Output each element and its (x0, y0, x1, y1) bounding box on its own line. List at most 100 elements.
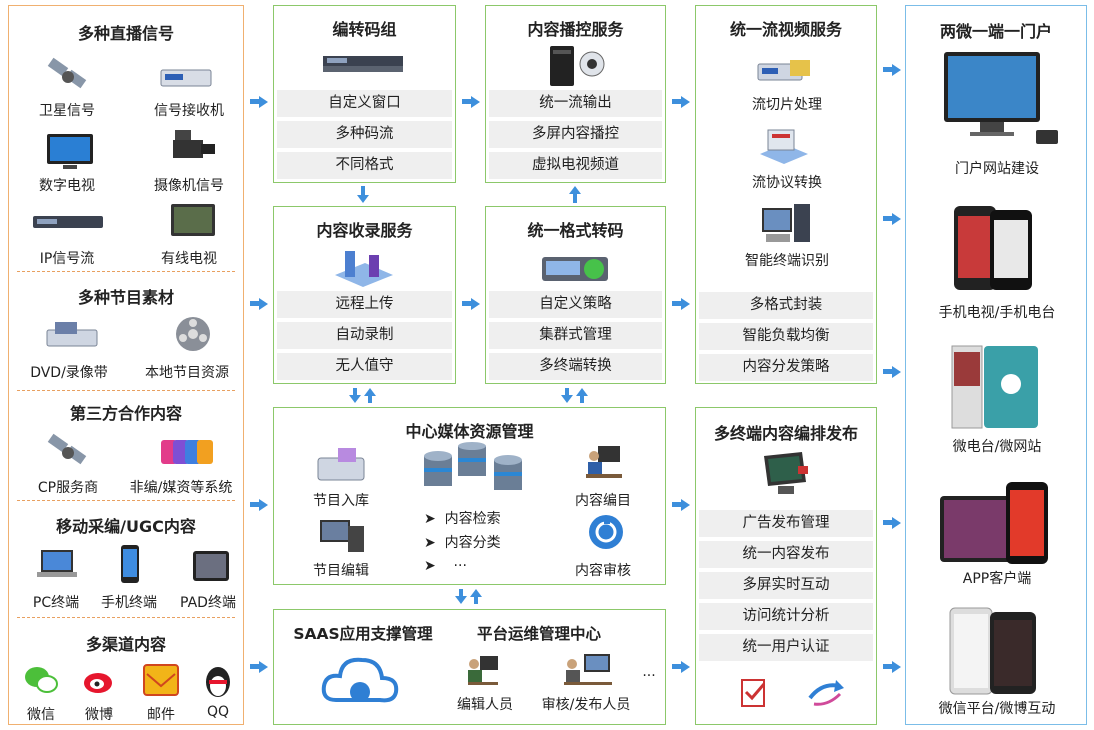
flow-arrow (259, 661, 268, 673)
database-icon (424, 442, 522, 490)
wechat-icon (25, 667, 58, 693)
portal-micro-site-label: 微电台/微网站 (952, 439, 1042, 455)
channel-wechat-label: 微信 (27, 707, 55, 723)
reviewer-person-icon (564, 654, 612, 685)
bullet-arrow-icon: ➤ (424, 558, 436, 574)
flow-arrow (681, 298, 690, 310)
publish-row: 广告发布管理 (699, 510, 873, 537)
divider (17, 271, 235, 272)
tablet-icon (193, 551, 229, 581)
software-apps-icon (161, 440, 213, 464)
flow-arrow (672, 301, 682, 306)
flow-arrow (561, 395, 573, 403)
flow-arrow (470, 589, 482, 597)
review-globe-icon (589, 515, 623, 549)
dvd-icon (46, 322, 98, 347)
portal-title: 两微一端一门户 (939, 22, 1052, 41)
source-pc-label: PC终端 (32, 595, 80, 611)
flow-arrow (349, 395, 361, 403)
weibo-icon (84, 673, 112, 693)
stream-row: 内容分发策略 (699, 354, 873, 381)
stream-terminal-label: 智能终端识别 (745, 253, 829, 269)
flow-arrow (883, 369, 893, 374)
saas-box: SAAS应用支撑管理 平台运维管理中心 编辑人员 审核/发布人员 ··· (273, 609, 666, 725)
content-record-title: 内容收录服务 (316, 221, 413, 240)
publish-row: 统一用户认证 (699, 634, 873, 661)
divider (17, 390, 235, 391)
flow-arrow (459, 589, 463, 597)
flow-arrow (892, 366, 901, 378)
flow-arrow (250, 301, 260, 306)
mobile-phone-icon (121, 545, 139, 583)
content-record-box: 内容收录服务 远程上传 自动录制 无人值守 (273, 206, 456, 384)
section-third-party-title: 第三方合作内容 (69, 404, 182, 423)
stream-row: 智能负载均衡 (699, 323, 873, 350)
encode-row: 不同格式 (277, 152, 452, 179)
flow-arrow (883, 67, 893, 72)
flow-arrow (250, 99, 260, 104)
sources-panel: 多种直播信号 卫星信号 信号接收机 数字电视 摄像机信号 IP信号流 有线电视 … (8, 5, 244, 725)
editor-person-icon (468, 656, 498, 685)
play-control-row: 多屏内容播控 (489, 121, 662, 148)
touch-terminal-icon (764, 452, 808, 494)
cloud-icon (321, 657, 399, 703)
section-mobile-ugc-title: 移动采编/UGC内容 (56, 517, 196, 536)
flow-arrow (357, 195, 369, 203)
film-reel-icon (176, 317, 210, 351)
wechat-weibo-app-icon (949, 607, 1036, 695)
media-bullet: 内容检索 (444, 511, 501, 527)
play-control-title: 内容播控服务 (527, 20, 624, 39)
publish-box: 多终端内容编排发布 广告发布管理 统一内容发布 多屏实时互动 访问统计分析 统一… (695, 407, 877, 725)
record-server-icon (335, 251, 393, 287)
portal-wechat-weibo-label: 微信平台/微博互动 (938, 701, 1056, 717)
media-catalog-label: 内容编目 (575, 493, 631, 509)
receiver-icon (160, 69, 212, 87)
saas-ellipsis: ··· (642, 668, 656, 684)
publish-row: 访问统计分析 (699, 603, 873, 630)
play-control-row: 统一流输出 (489, 90, 662, 117)
ops-center-title: 平台运维管理中心 (476, 625, 601, 643)
smartphones-icon (954, 206, 1032, 290)
flow-arrow (368, 395, 372, 403)
flow-arrow (462, 99, 472, 104)
divider (17, 617, 235, 618)
cable-tv-icon (171, 204, 215, 236)
divider (17, 500, 235, 501)
laptop-icon (37, 550, 77, 577)
play-control-row: 虚拟电视频道 (489, 152, 662, 179)
satellite-icon (47, 433, 87, 465)
stream-slicing-label: 流切片处理 (752, 97, 822, 113)
media-resource-box: 中心媒体资源管理 节目入库 节目编辑 ➤ 内容检索 ➤ 内容分类 ➤ ··· 内… (273, 407, 666, 585)
section-program-material-title: 多种节目素材 (77, 288, 174, 307)
catalog-operator-icon (586, 446, 622, 478)
source-dvd-label: DVD/录像带 (30, 365, 108, 381)
channel-email-label: 邮件 (147, 707, 175, 723)
email-icon (143, 664, 179, 696)
flow-arrow (892, 213, 901, 225)
flow-arrow (573, 193, 577, 203)
flow-arrow (471, 298, 480, 310)
qq-penguin-icon (206, 667, 230, 697)
portal-mobile-tv-label: 手机电视/手机电台 (938, 305, 1056, 321)
flow-arrow (892, 64, 901, 76)
source-cable-tv-label: 有线电视 (161, 251, 217, 267)
flow-arrow (672, 99, 682, 104)
encode-row: 自定义窗口 (277, 90, 452, 117)
portal-website-label: 门户网站建设 (955, 161, 1039, 177)
flow-arrow (250, 664, 260, 669)
flow-arrow (681, 96, 690, 108)
media-edit-label: 节目编辑 (313, 563, 369, 579)
flow-arrow (883, 520, 893, 525)
section-multichannel-title: 多渠道内容 (85, 635, 166, 654)
flow-arrow (462, 301, 472, 306)
record-row: 无人值守 (277, 353, 452, 380)
section-live-signals-title: 多种直播信号 (77, 24, 174, 43)
stream-service-title: 统一流视频服务 (729, 20, 842, 39)
flow-arrow (250, 502, 260, 507)
saas-reviewer-label: 审核/发布人员 (541, 697, 631, 713)
source-cp-provider-label: CP服务商 (37, 480, 99, 496)
stream-service-box: 统一流视频服务 流切片处理 流协议转换 智能终端识别 多格式封装 智能负载均衡 … (695, 5, 877, 384)
flow-arrow (883, 664, 893, 669)
encoder-rack-icon (323, 56, 403, 72)
play-control-box: 内容播控服务 统一流输出 多屏内容播控 虚拟电视频道 (485, 5, 666, 183)
